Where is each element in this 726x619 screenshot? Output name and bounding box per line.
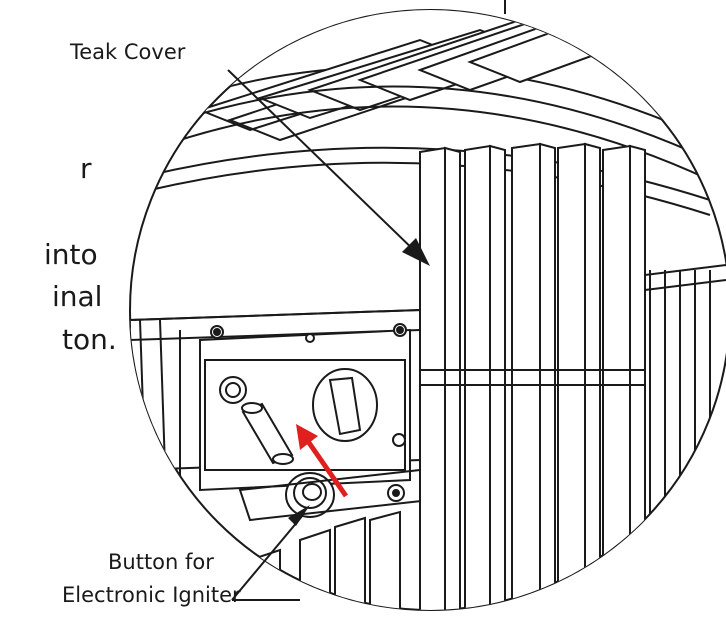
cropped-text-line3: inal [52,280,103,313]
teak-cover-label: Teak Cover [70,40,186,64]
teak-cover-leader [227,69,423,259]
red-insertion-arrow [302,435,349,498]
button-label-line1: Button for [108,550,214,574]
cropped-text-line1: r [80,152,92,185]
cropped-text-line2: into [44,238,98,271]
button-label-line2: Electronic Igniter [62,583,241,607]
button-arrowhead [288,505,310,526]
red-arrowhead [296,424,318,450]
control-panel [199,323,411,502]
cropped-text-line4: ton. [62,323,117,356]
teak-cover-arrowhead [402,238,430,266]
teak-slats-right [419,142,726,610]
button-leader-diagonal [231,514,304,601]
